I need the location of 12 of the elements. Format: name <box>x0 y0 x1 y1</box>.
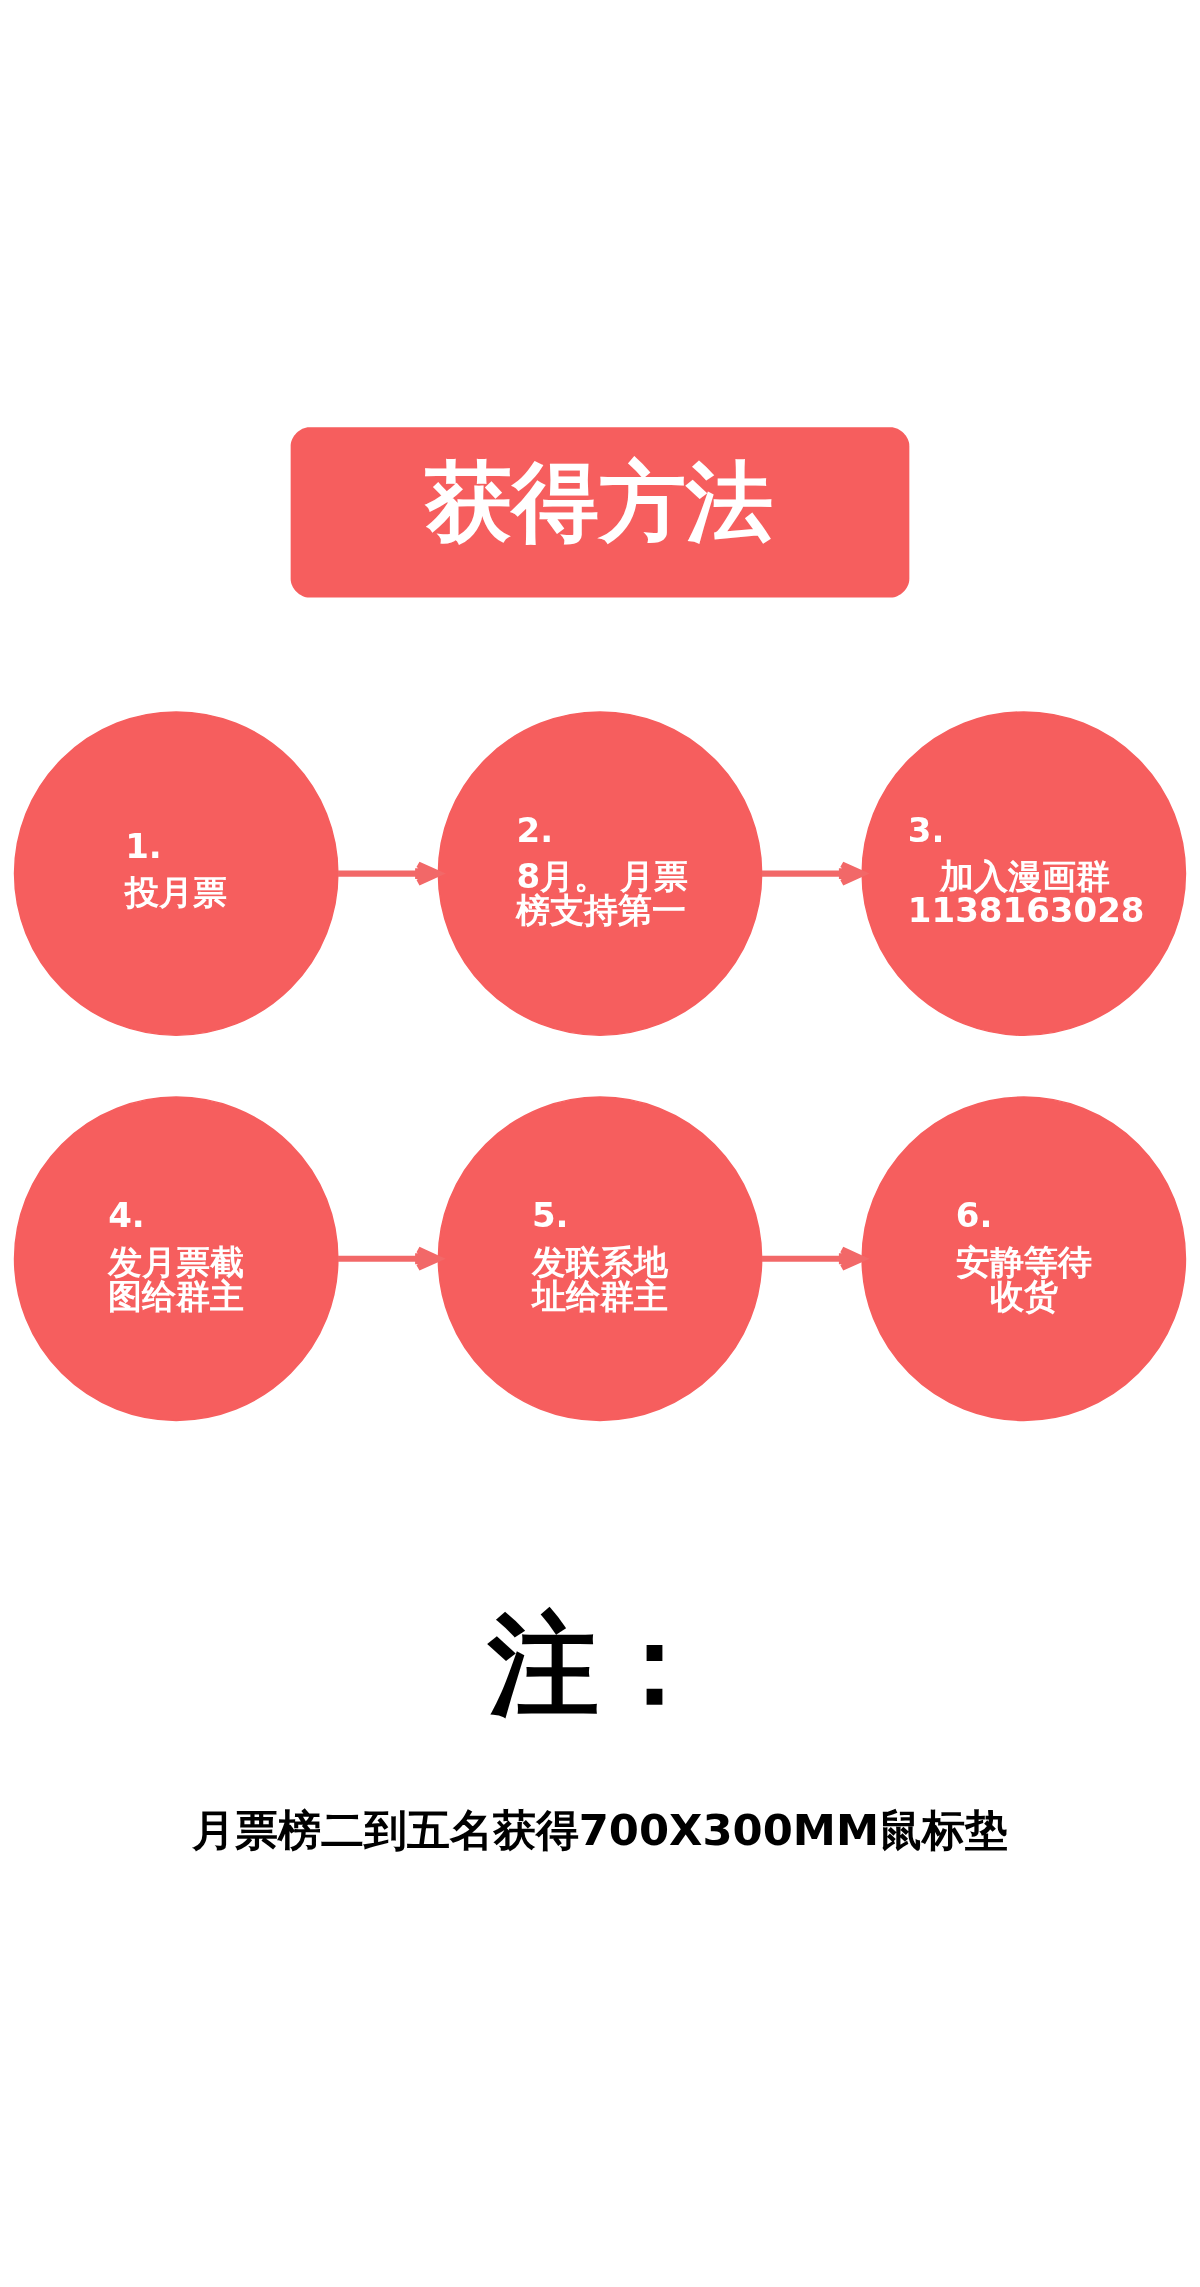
arrow <box>338 1246 442 1271</box>
arrow <box>761 861 866 886</box>
node-circle: 3. 加入漫画群1138163028 <box>861 711 1187 1036</box>
node-circle: 4. 发月票截图给群主 <box>13 1096 339 1422</box>
node-circle: 6. 安静等待收货 <box>861 1096 1187 1422</box>
arrow <box>761 1246 866 1271</box>
node-circle: 2. 8月。 月票榜支持第一 <box>437 711 763 1036</box>
label: 注： <box>487 1599 710 1729</box>
label: 月票榜二到五名获得700X300MM鼠标垫 <box>191 1804 1008 1855</box>
node-circle: 1. 投月票 <box>13 711 339 1036</box>
diagram-title: 获得方法 <box>425 452 774 553</box>
node-circle: 5. 发联系地址给群主 <box>437 1096 763 1422</box>
